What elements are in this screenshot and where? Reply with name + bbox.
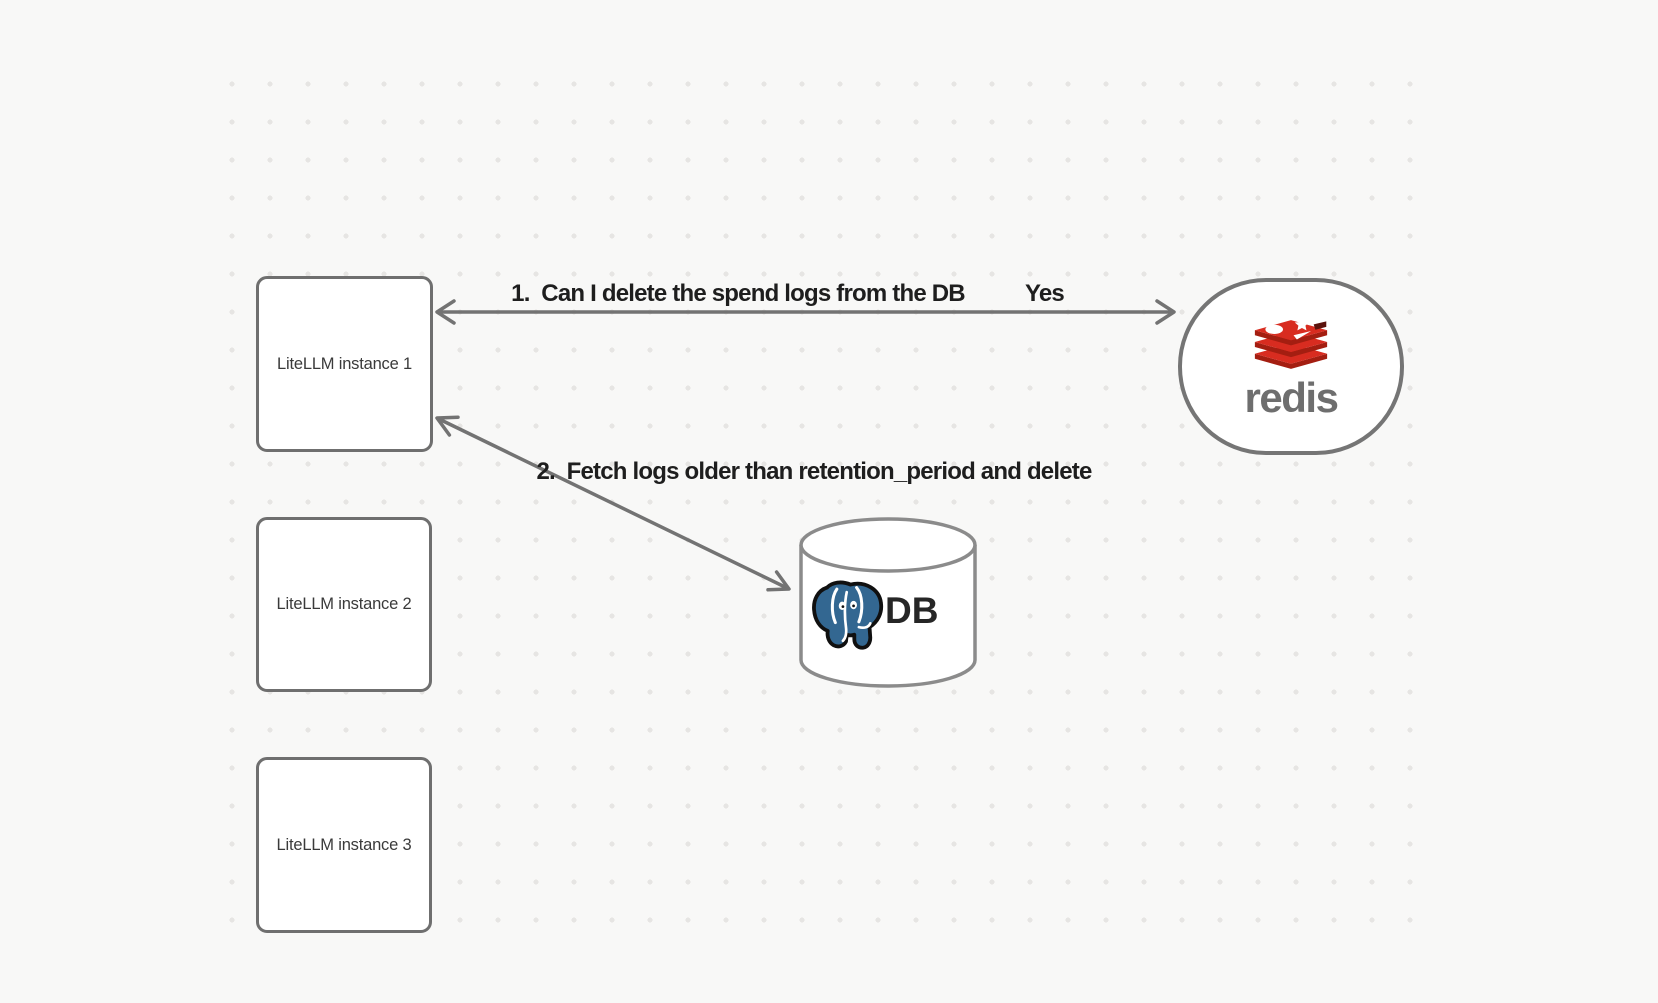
arrow-step2[interactable] — [435, 415, 791, 592]
arrow-step2-label[interactable]: 2. Fetch logs older than retention_perio… — [536, 458, 1092, 485]
node-litellm-instance-3-label: LiteLLM instance 3 — [276, 835, 412, 854]
node-litellm-instance-2-label: LiteLLM instance 2 — [276, 595, 412, 613]
postgresql-elephant-icon — [812, 580, 884, 650]
arrow-step1[interactable] — [435, 299, 1176, 325]
node-litellm-instance-1[interactable]: LiteLLM instance 1 — [256, 276, 433, 452]
db-label: DB — [885, 590, 939, 631]
node-litellm-instance-2[interactable]: LiteLLM instance 2 — [256, 517, 432, 692]
redis-wordmark: redis — [1244, 373, 1339, 421]
redis-logo-icon — [1254, 317, 1328, 369]
node-redis[interactable]: redis — [1178, 278, 1404, 455]
arrow-step1-label[interactable]: 1. Can I delete the spend logs from the … — [511, 280, 965, 307]
node-litellm-instance-3[interactable]: LiteLLM instance 3 — [256, 757, 432, 933]
arrow-step1-answer[interactable]: Yes — [1025, 280, 1065, 307]
node-litellm-instance-1-label: LiteLLM instance 1 — [277, 354, 412, 373]
node-db[interactable]: DB — [799, 516, 977, 688]
database-cylinder-shape — [799, 517, 977, 688]
